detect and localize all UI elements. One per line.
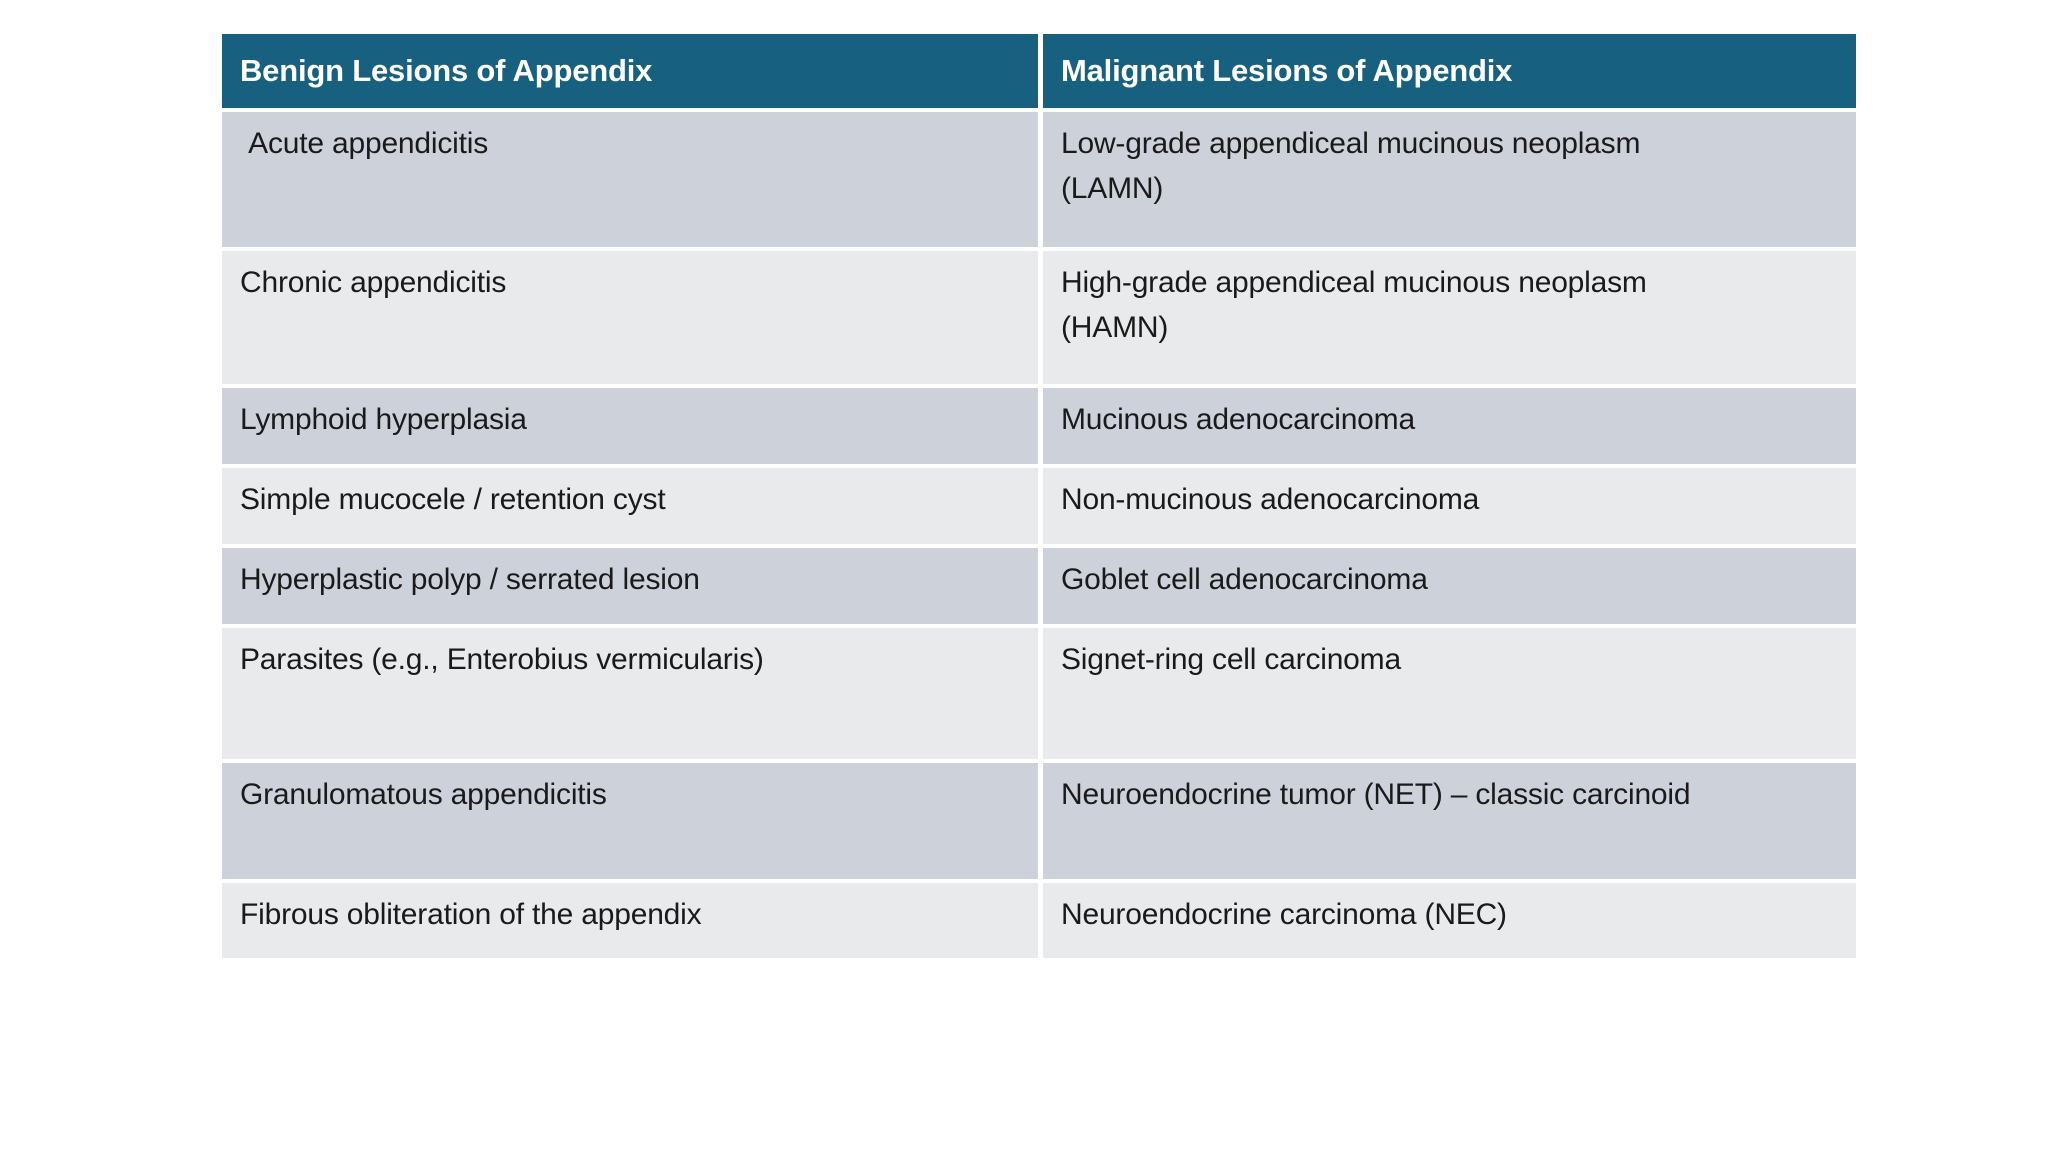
cell-malignant-nec: Neuroendocrine carcinoma (NEC) <box>1043 883 1856 958</box>
table-header-malignant: Malignant Lesions of Appendix <box>1043 34 1856 108</box>
cell-malignant-signet-ring-carcinoma: Signet-ring cell carcinoma <box>1043 628 1856 759</box>
cell-malignant-hamn: High-grade appendiceal mucinous neoplasm… <box>1043 251 1856 384</box>
cell-benign-lymphoid-hyperplasia: Lymphoid hyperplasia <box>222 388 1038 464</box>
cell-benign-hyperplastic-polyp: Hyperplastic polyp / serrated lesion <box>222 548 1038 624</box>
lesions-table: Benign Lesions of Appendix Malignant Les… <box>222 34 1856 958</box>
cell-benign-parasites: Parasites (e.g., Enterobius vermicularis… <box>222 628 1038 759</box>
cell-benign-simple-mucocele: Simple mucocele / retention cyst <box>222 468 1038 544</box>
cell-malignant-non-mucinous-adenocarcinoma: Non-mucinous adenocarcinoma <box>1043 468 1856 544</box>
cell-malignant-goblet-cell-adenocarcinoma: Goblet cell adenocarcinoma <box>1043 548 1856 624</box>
cell-benign-acute-appendicitis: Acute appendicitis <box>222 112 1038 247</box>
cell-malignant-mucinous-adenocarcinoma: Mucinous adenocarcinoma <box>1043 388 1856 464</box>
cell-benign-granulomatous-appendicitis: Granulomatous appendicitis <box>222 763 1038 879</box>
cell-benign-fibrous-obliteration: Fibrous obliteration of the appendix <box>222 883 1038 958</box>
cell-benign-chronic-appendicitis: Chronic appendicitis <box>222 251 1038 384</box>
cell-malignant-net-carcinoid: Neuroendocrine tumor (NET) – classic car… <box>1043 763 1856 879</box>
table-header-benign: Benign Lesions of Appendix <box>222 34 1038 108</box>
cell-malignant-lamn: Low-grade appendiceal mucinous neoplasm … <box>1043 112 1856 247</box>
